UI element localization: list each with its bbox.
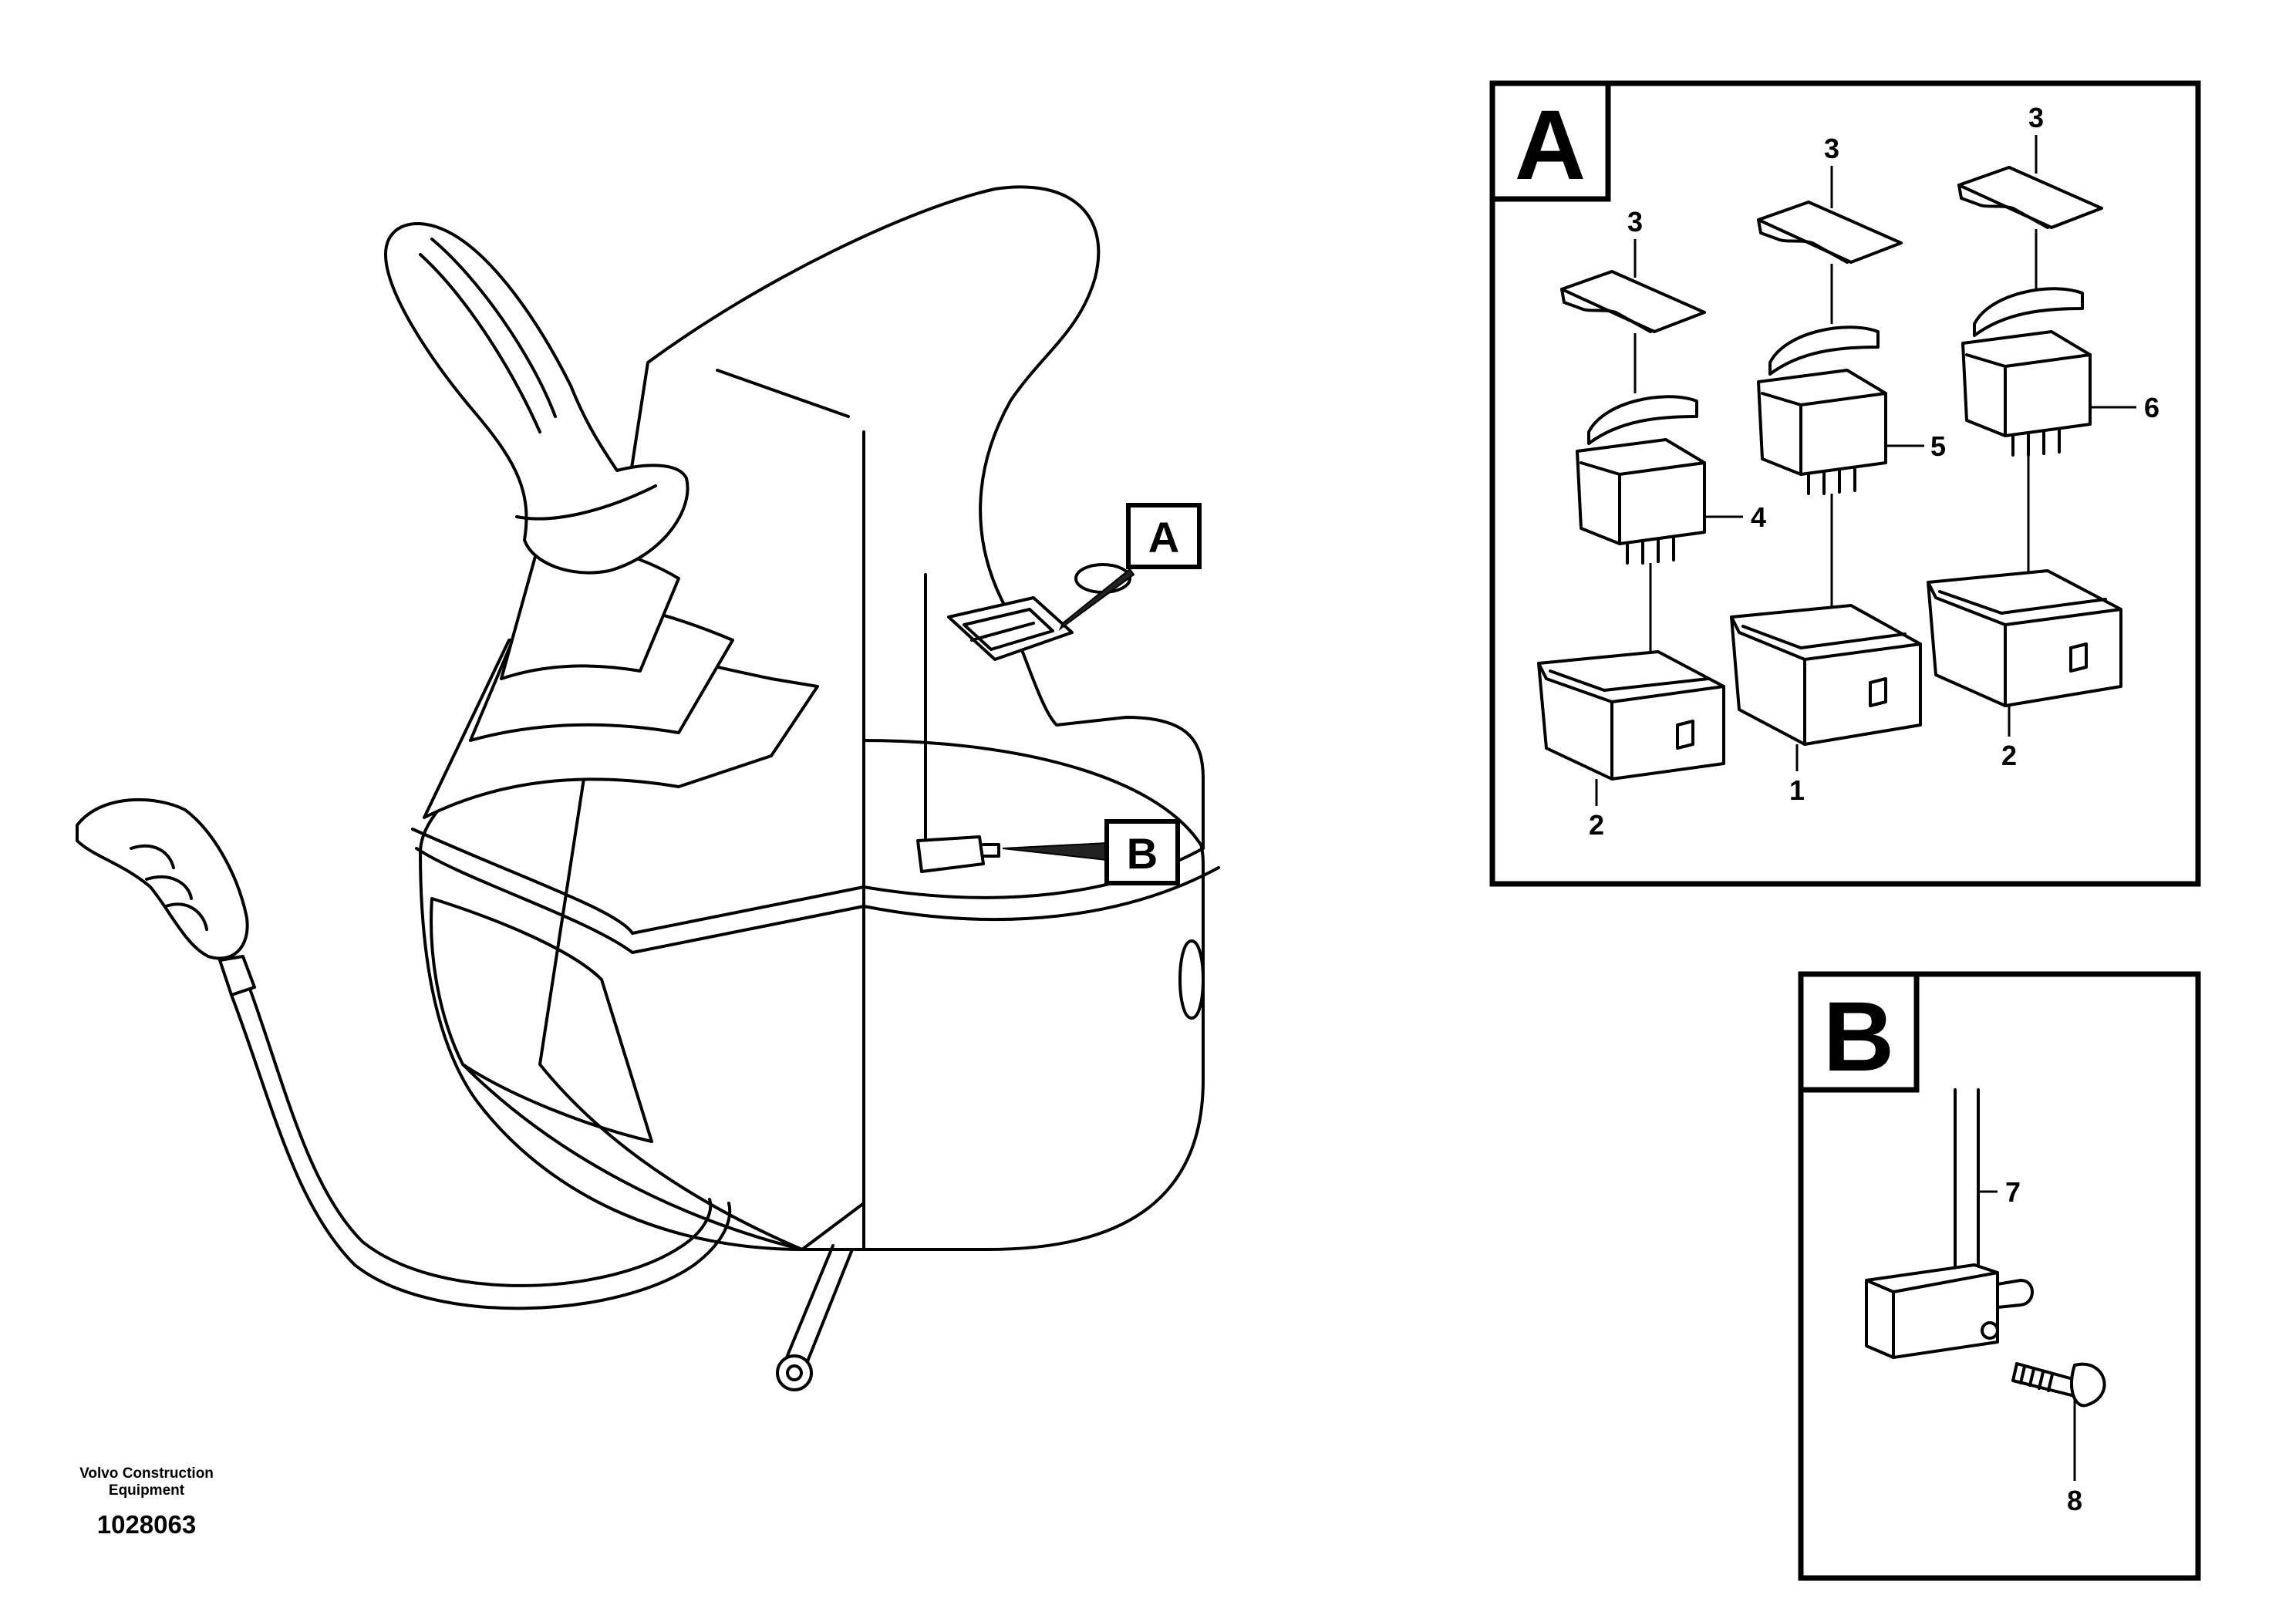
ground-eyelet-hole: [786, 1364, 803, 1381]
rocker-mid: [1768, 325, 1880, 376]
ground-eyelet: [776, 1354, 813, 1391]
micro-switch-plunger: [982, 843, 1000, 858]
ground-cable: [785, 1244, 854, 1367]
label-cover-left: 3: [1627, 206, 1643, 238]
console-lower-curve: [461, 1063, 804, 1251]
micro-switch-detail: [1865, 1263, 1999, 1359]
switch-pins-mid: [1807, 467, 1856, 495]
callout-a-letter: A: [1148, 513, 1179, 561]
grip-cable-outer: [230, 993, 732, 1310]
label-switch-right: 6: [2144, 392, 2159, 423]
label-housing-left: 2: [1589, 809, 1604, 841]
detail-a-title-box: [1489, 80, 1611, 202]
maker-name-line1: Volvo Construction: [79, 1465, 214, 1482]
detail-a-panel: A 3 4 2 3: [1489, 80, 2201, 887]
label-cover-mid: 3: [1824, 133, 1839, 164]
switch-pins-right: [2011, 429, 2061, 457]
rocker-right: [1973, 287, 2084, 337]
label-switch-mid: 5: [1930, 430, 1946, 462]
switch-body-right-face: [1965, 353, 2092, 437]
micro-switch: [916, 835, 985, 873]
console-side-knob: [1178, 939, 1205, 1020]
hand-grip-fingers: [130, 844, 208, 931]
joystick-handle-ridge: [419, 238, 557, 433]
hand-grip: [76, 798, 249, 960]
detail-b-panel: B 7 8: [1798, 971, 2201, 1581]
switch-panel-inner: [963, 608, 1054, 651]
micro-switch-detail-hole: [1981, 1321, 1999, 1340]
switch-body-left-face: [1580, 461, 1706, 545]
switch-column-left: 3 4 2: [1537, 206, 1766, 841]
switch-column-right: 3 6 2: [1927, 102, 2159, 771]
housing-mid-edges: [1730, 615, 1922, 746]
label-housing-mid: 1: [1789, 774, 1805, 806]
callout-b-tag: [1104, 819, 1180, 885]
joystick-handle: [384, 222, 689, 575]
screw-threads: [2019, 1365, 2054, 1392]
switch-body-left: [1576, 438, 1706, 545]
housing-right-icon: [2069, 642, 2088, 673]
detail-a-title: A: [1515, 90, 1586, 201]
detail-b-title: B: [1823, 982, 1894, 1092]
switch-rod-detail: [1954, 1088, 1980, 1278]
front-recess: [430, 897, 653, 1143]
rocker-left: [1587, 395, 1698, 445]
housing-mid-icon: [1869, 677, 1887, 707]
label-switch-left: 4: [1751, 501, 1766, 533]
switch-body-mid: [1757, 369, 1887, 476]
label-cable: 7: [2005, 1176, 2021, 1208]
grip-cable-inner: [249, 990, 713, 1287]
housing-right-edges: [1927, 581, 2122, 707]
console-band: [411, 828, 865, 954]
micro-switch-detail-face: [1865, 1271, 1999, 1359]
switch-body-right: [1961, 330, 2092, 437]
label-screw: 8: [2067, 1485, 2082, 1516]
cover-left-lip: [1560, 288, 1652, 333]
label-housing-right: 2: [2001, 740, 2017, 771]
cover-mid-lip: [1757, 218, 1849, 264]
label-cover-right: 3: [2028, 102, 2044, 133]
micro-switch-detail-plunger: [1996, 1279, 2034, 1309]
switch-body-mid-face: [1761, 392, 1887, 476]
maker-name-line2: Equipment: [108, 1482, 185, 1499]
housing-left-edges: [1537, 662, 1725, 781]
footer-block: Volvo Construction Equipment 1028063: [54, 1465, 239, 1539]
cover-right-lip: [1957, 184, 2049, 229]
callout-b-letter: B: [1127, 829, 1158, 878]
housing-left-icon: [1676, 720, 1694, 750]
switch-pins-left: [1626, 537, 1675, 565]
document-number: 1028063: [96, 1510, 197, 1539]
switch-column-mid: 3 5 1: [1730, 133, 1946, 806]
joystick-console-assembly: A B: [76, 185, 1220, 1391]
callout-a-pointer: [1058, 568, 1135, 631]
hand-grip-ferrule: [218, 955, 256, 996]
detail-b-title-box: [1798, 971, 1920, 1093]
joystick-collar: [515, 484, 657, 521]
armrest-crease: [716, 369, 850, 418]
callout-a-tag: [1126, 503, 1202, 569]
screw-head: [2070, 1362, 2106, 1408]
